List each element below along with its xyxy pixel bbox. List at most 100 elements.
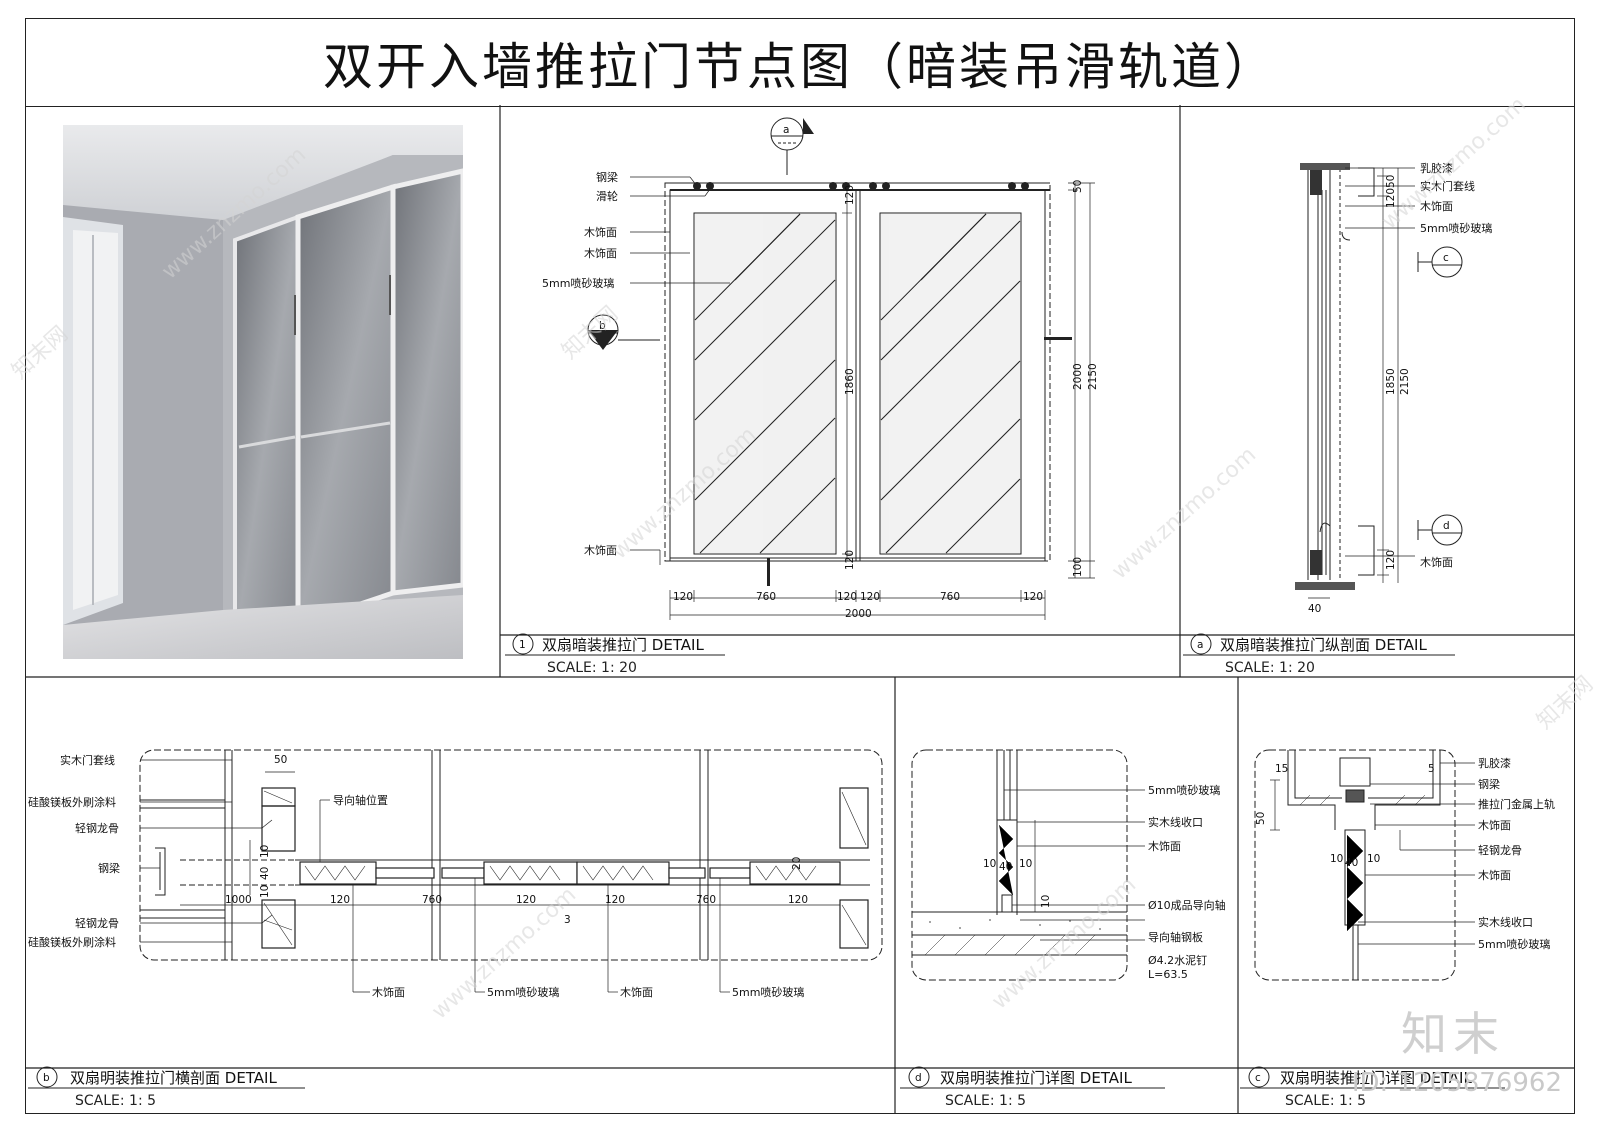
section-b-bottom-labels: 木饰面 5mm喷砂玻璃 木饰面 5mm喷砂玻璃 <box>372 985 804 999</box>
dim-text: 10 <box>1330 853 1343 865</box>
caption-panel-d: d 双扇明装推拉门详图 DETAIL SCALE: 1: 5 <box>900 1066 1165 1109</box>
label-mgo-board: 硅酸镁板外刷涂料 <box>28 935 116 949</box>
dim-text: 10 <box>1019 858 1032 870</box>
section-d-view: 5mm喷砂玻璃 实木线收口 木饰面 Ø10成品导向轴 导向轴钢板 Ø4.2水泥钉… <box>900 749 1226 1109</box>
elevation-labels: 钢梁 滑轮 木饰面 木饰面 5mm喷砂玻璃 木饰面 <box>542 170 618 557</box>
label-guide-axis: Ø10成品导向轴 <box>1148 898 1226 912</box>
section-c-view: 乳胶漆 钢梁 推拉门金属上轨 木饰面 轻钢龙骨 木饰面 实木线收口 5mm喷砂玻… <box>1240 749 1555 1109</box>
caption-scale: SCALE: 1: 5 <box>945 1093 1026 1109</box>
callout-letter: d <box>1443 520 1450 532</box>
label-frosted-glass: 5mm喷砂玻璃 <box>1420 221 1492 235</box>
dim-text: 10 <box>1367 853 1380 865</box>
dim-text: 1860 <box>844 368 856 395</box>
caption-panel-a: a 双扇暗装推拉门纵剖面 DETAIL SCALE: 1: 20 <box>1183 633 1455 676</box>
watermark-text: www.znzmo.com <box>1107 442 1261 584</box>
section-b-dimensions: 50 10 40 10 1000 120 760 120 3 120 760 1… <box>225 754 808 926</box>
label-guide-axis: 导向轴位置 <box>333 793 388 807</box>
section-b-left-labels: 实木门套线 硅酸镁板外刷涂料 轻钢龙骨 钢梁 轻钢龙骨 硅酸镁板外刷涂料 导向轴… <box>28 753 388 949</box>
label-wood-veneer: 木饰面 <box>1478 868 1511 882</box>
page-title: 双开入墙推拉门节点图（暗装吊滑轨道） <box>323 37 1277 96</box>
dim-text: 2150 <box>1399 368 1411 395</box>
dim-text: 120 <box>860 591 880 603</box>
section-c-labels: 乳胶漆 钢梁 推拉门金属上轨 木饰面 轻钢龙骨 木饰面 实木线收口 5mm喷砂玻… <box>1478 756 1555 951</box>
dim-text: 120 <box>605 894 625 906</box>
dim-text: 5 <box>1428 763 1435 775</box>
dim-text: 120 <box>330 894 350 906</box>
callout-letter: b <box>599 320 606 332</box>
caption-title: 双扇明装推拉门横剖面 DETAIL <box>70 1069 277 1087</box>
callout-a: a <box>770 117 814 175</box>
label-steel-stud: 轻钢龙骨 <box>1478 843 1522 857</box>
photo-illustration <box>63 125 463 659</box>
watermark-text: 知末网 <box>7 322 73 385</box>
dim-text: 50 <box>1385 175 1397 188</box>
elevation-dimensions: 120 1860 120 50 2000 2150 100 120 760 12… <box>673 180 1099 620</box>
label-wood-veneer: 木饰面 <box>1148 839 1181 853</box>
dim-text: 760 <box>696 894 716 906</box>
section-a-dimensions: 50 120 1850 2150 120 40 <box>1308 175 1411 615</box>
caption-panel-b: b 双扇明装推拉门横剖面 DETAIL SCALE: 1: 5 <box>28 1066 305 1109</box>
watermark-text: www.znzmo.com <box>1377 92 1531 234</box>
label-steel-beam: 钢梁 <box>1478 777 1500 791</box>
dim-text: 120 <box>516 894 536 906</box>
dim-text: 120 <box>673 591 693 603</box>
caption-number: a <box>1197 639 1203 651</box>
dim-text: 40 <box>999 861 1012 873</box>
label-guide-plate: 导向轴钢板 <box>1148 930 1203 944</box>
dim-text: 40 <box>259 867 271 880</box>
watermark-text: www.znzmo.com <box>157 142 311 284</box>
section-d-dimensions: 10 40 10 10 <box>983 858 1052 908</box>
caption-panel-c: c 双扇明装推拉门详图 DETAIL SCALE: 1: 5 <box>1240 1066 1505 1109</box>
label-wood-veneer: 木饰面 <box>584 225 617 239</box>
caption-scale: SCALE: 1: 20 <box>1225 660 1315 676</box>
caption-scale: SCALE: 1: 5 <box>1285 1093 1366 1109</box>
label-nail-length: L=63.5 <box>1148 968 1188 981</box>
dim-text: 10 <box>259 845 271 858</box>
dim-text: 2000 <box>845 608 872 620</box>
dim-text: 120 <box>837 591 857 603</box>
dim-text: 120 <box>1385 188 1397 208</box>
dim-text: 120 <box>844 185 856 205</box>
dim-text: 10 <box>1040 895 1052 908</box>
dim-text: 2000 <box>1072 363 1084 390</box>
dim-text: 10 <box>983 858 996 870</box>
dim-text: 50 <box>1072 180 1084 193</box>
dim-text: 50 <box>274 754 287 766</box>
label-frosted-glass: 5mm喷砂玻璃 <box>732 985 804 999</box>
section-a-labels: 乳胶漆 实木门套线 木饰面 5mm喷砂玻璃 木饰面 <box>1420 161 1492 569</box>
label-steel-beam: 钢梁 <box>98 861 120 875</box>
elevation-view: 钢梁 滑轮 木饰面 木饰面 5mm喷砂玻璃 木饰面 120 1860 120 5… <box>505 117 1099 676</box>
label-latex-paint: 乳胶漆 <box>1420 161 1453 175</box>
watermark-text: www.znzmo.com <box>427 882 581 1024</box>
label-door-trim: 实木门套线 <box>1420 179 1475 193</box>
drawing-sheet: 双开入墙推拉门节点图（暗装吊滑轨道） <box>25 18 1575 1114</box>
caption-panel-1: 1 双扇暗装推拉门 DETAIL SCALE: 1: 20 <box>505 633 725 676</box>
callout-letter: c <box>1443 252 1449 264</box>
label-wood-veneer: 木饰面 <box>584 246 617 260</box>
title-bar: 双开入墙推拉门节点图（暗装吊滑轨道） <box>26 19 1574 107</box>
caption-title: 双扇暗装推拉门 DETAIL <box>542 636 704 654</box>
label-wood-veneer: 木饰面 <box>1420 199 1453 213</box>
dim-text: 1850 <box>1385 368 1397 395</box>
dim-text: 1000 <box>225 894 252 906</box>
label-pulley: 滑轮 <box>596 189 618 203</box>
dim-text: 760 <box>940 591 960 603</box>
caption-number: d <box>915 1072 922 1084</box>
callout-letter: a <box>783 124 789 136</box>
caption-title: 双扇暗装推拉门纵剖面 DETAIL <box>1220 636 1427 654</box>
label-door-trim: 实木门套线 <box>60 753 115 767</box>
dim-text: 120 <box>1385 550 1397 570</box>
callout-c: c <box>1417 246 1463 278</box>
callout-d: d <box>1417 514 1463 546</box>
label-top-rail: 推拉门金属上轨 <box>1478 797 1555 811</box>
dim-text: 10 <box>259 885 271 898</box>
brand-logo-text: 知末 <box>1401 1007 1505 1061</box>
section-a-view: 乳胶漆 实木门套线 木饰面 5mm喷砂玻璃 木饰面 50 120 1850 21… <box>1183 161 1492 676</box>
caption-number: 1 <box>519 639 526 651</box>
dim-text: 40 <box>1308 603 1321 615</box>
label-frosted-glass: 5mm喷砂玻璃 <box>487 985 559 999</box>
reference-photo <box>63 125 463 659</box>
label-wood-veneer: 木饰面 <box>372 985 405 999</box>
caption-scale: SCALE: 1: 20 <box>547 660 637 676</box>
